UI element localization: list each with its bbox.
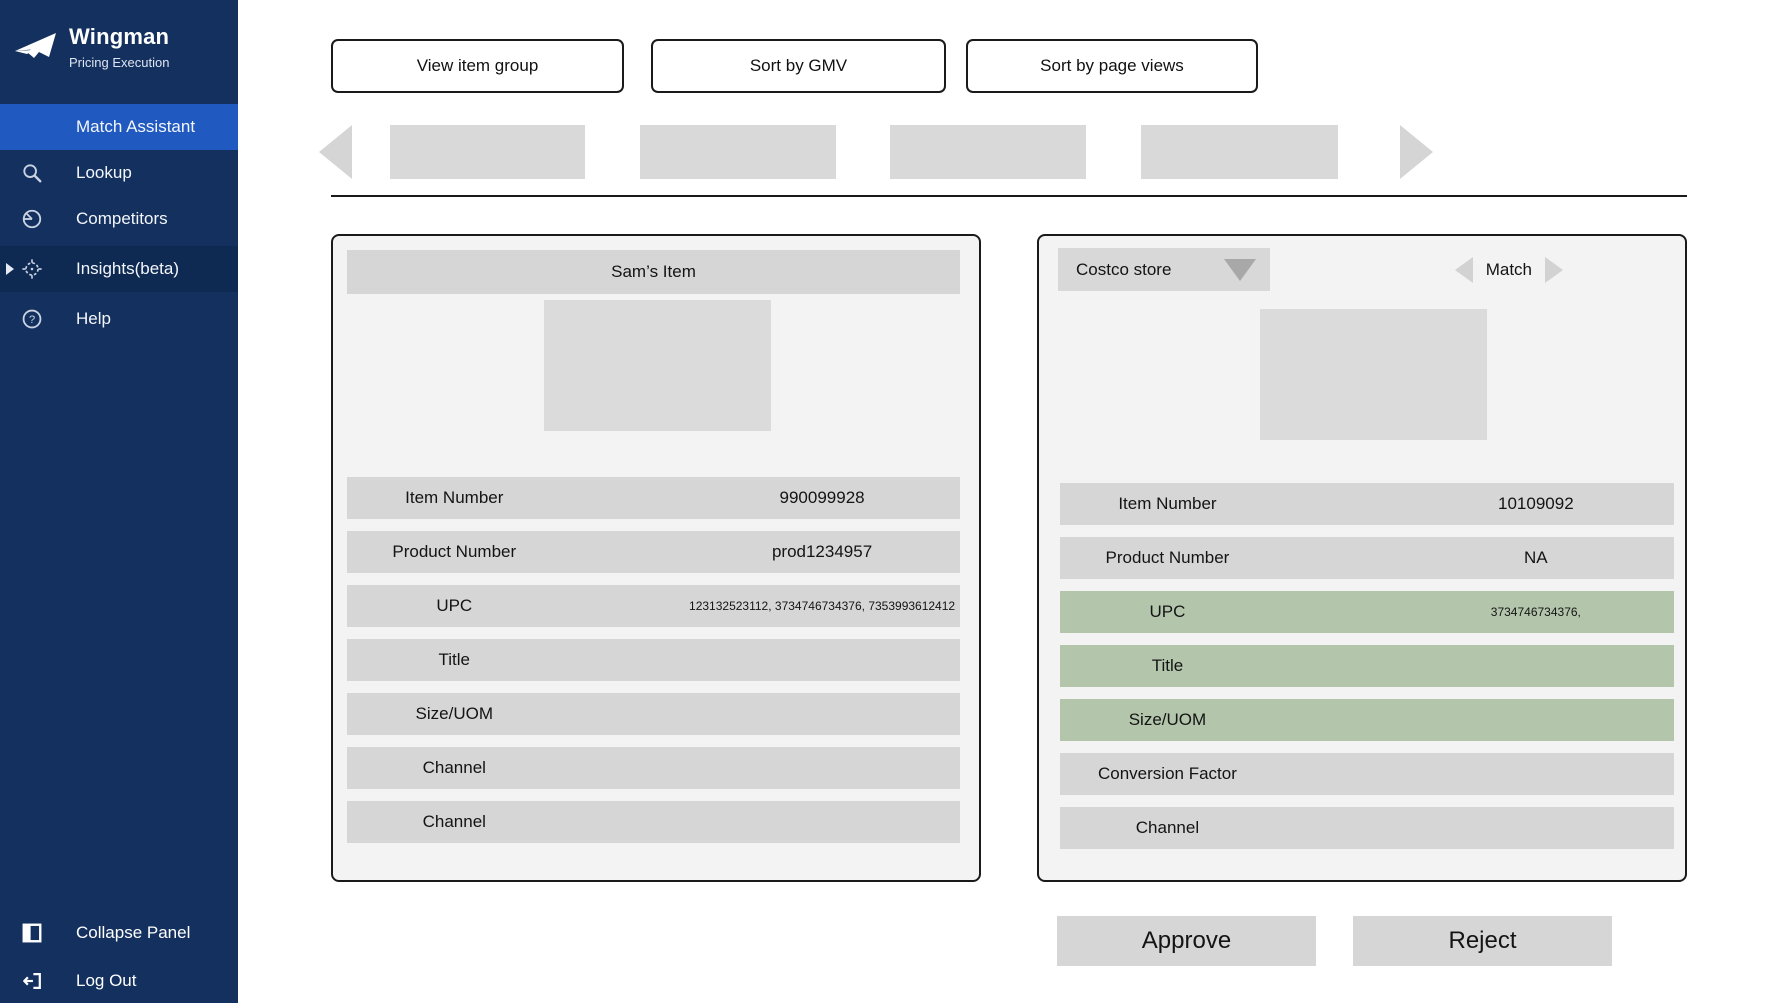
toolbar-button-sort-by-page-views[interactable]: Sort by page views <box>966 39 1258 93</box>
field-value: 123132523112, 3734746734376, 73539936124… <box>689 599 956 613</box>
sidebar-item-insights-beta[interactable]: Insights(beta) <box>0 246 238 292</box>
toolbar-button-view-item-group[interactable]: View item group <box>331 39 624 93</box>
field-label: Channel <box>422 812 486 831</box>
field-row-size-uom: Size/UOM <box>1060 699 1674 741</box>
sidebar: Wingman Pricing Execution Match Assistan… <box>0 0 238 1003</box>
field-label: Product Number <box>1105 548 1230 567</box>
match-pager: Match <box>1454 248 1563 291</box>
field-row-upc: UPC 3734746734376, <box>1060 591 1674 633</box>
field-row-item-number: Item Number 990099928 <box>347 477 960 519</box>
svg-text:?: ? <box>29 314 35 326</box>
field-value <box>684 639 960 681</box>
sidebar-item-label: Insights(beta) <box>76 259 179 278</box>
field-row-upc: UPC 123132523112, 3734746734376, 73539936… <box>347 585 960 627</box>
sidebar-item-help[interactable]: ? Help <box>0 296 238 342</box>
sidebar-item-label: Collapse Panel <box>76 923 191 942</box>
field-label: Channel <box>1135 818 1200 837</box>
sams-item-image-placeholder <box>544 300 771 431</box>
field-label: Title <box>1151 656 1184 675</box>
field-row-channel: Channel <box>347 747 960 789</box>
field-value: NA <box>1524 548 1548 567</box>
field-label: Size/UOM <box>415 704 493 723</box>
brand-subtitle: Pricing Execution <box>69 55 170 70</box>
store-selector-value: Costco store <box>1076 259 1172 279</box>
collapse-panel-icon <box>21 922 43 944</box>
field-value <box>684 747 960 789</box>
match-candidate-image-placeholder <box>1260 309 1487 440</box>
store-selector[interactable]: Costco store <box>1058 248 1270 291</box>
field-label: Size/UOM <box>1128 710 1207 729</box>
reject-button[interactable]: Reject <box>1353 916 1612 966</box>
sidebar-item-collapse-panel[interactable]: Collapse Panel <box>0 911 238 955</box>
sidebar-item-label: Log Out <box>76 971 137 990</box>
sidebar-item-label: Lookup <box>76 163 132 182</box>
carousel-item-placeholder[interactable] <box>1141 125 1338 179</box>
target-icon <box>21 258 43 280</box>
carousel-divider <box>331 195 1687 197</box>
sidebar-item-match-assistant[interactable]: Match Assistant <box>0 104 238 150</box>
field-label: Title <box>438 650 471 669</box>
field-value <box>684 693 960 735</box>
carousel-item-placeholder[interactable] <box>390 125 585 179</box>
logout-icon <box>21 970 43 992</box>
triangle-left-icon[interactable] <box>1454 256 1473 283</box>
carousel-item-placeholder[interactable] <box>640 125 836 179</box>
field-value <box>684 801 960 843</box>
field-row-conversion-factor: Conversion Factor <box>1060 753 1674 795</box>
brand-name: Wingman <box>69 24 170 49</box>
field-row-size-uom: Size/UOM <box>347 693 960 735</box>
help-icon: ? <box>21 308 43 330</box>
sidebar-item-lookup[interactable]: Lookup <box>0 150 238 196</box>
sidebar-item-label: Competitors <box>76 209 168 228</box>
field-value: prod1234957 <box>771 542 873 561</box>
field-row-item-number: Item Number 10109092 <box>1060 483 1674 525</box>
carousel-item-placeholder[interactable] <box>890 125 1086 179</box>
paper-plane-icon <box>13 30 59 70</box>
field-row-product-number: Product Number prod1234957 <box>347 531 960 573</box>
sidebar-item-label: Match Assistant <box>76 117 196 136</box>
field-label: Channel <box>422 758 486 777</box>
sidebar-item-competitors[interactable]: Competitors <box>0 196 238 242</box>
approve-button[interactable]: Approve <box>1057 916 1316 966</box>
field-value <box>1398 753 1674 795</box>
field-label: UPC <box>1149 602 1186 621</box>
pie-chart-icon <box>21 208 43 230</box>
field-value <box>1398 807 1674 849</box>
sidebar-item-log-out[interactable]: Log Out <box>0 959 238 1003</box>
field-row-title: Title <box>1060 645 1674 687</box>
chevron-left-icon[interactable] <box>319 125 352 179</box>
field-label: UPC <box>436 596 473 615</box>
sidebar-item-label: Help <box>76 309 111 328</box>
field-row-title: Title <box>347 639 960 681</box>
sams-item-header: Sam’s Item <box>347 250 960 294</box>
triangle-right-icon[interactable] <box>1545 256 1563 283</box>
toolbar-button-sort-by-gmv[interactable]: Sort by GMV <box>651 39 946 93</box>
match-label: Match <box>1485 259 1532 279</box>
field-value: 10109092 <box>1498 494 1574 513</box>
field-row-product-number: Product Number NA <box>1060 537 1674 579</box>
field-label: Conversion Factor <box>1098 764 1237 783</box>
search-icon <box>21 162 43 184</box>
field-label: Item Number <box>405 488 504 507</box>
field-label: Item Number <box>1118 494 1217 513</box>
caret-right-icon[interactable] <box>6 263 14 275</box>
chevron-right-icon[interactable] <box>1400 125 1433 179</box>
triangle-down-icon[interactable] <box>1224 259 1256 281</box>
field-value: 990099928 <box>779 488 865 507</box>
field-value: 3734746734376, <box>1490 605 1581 619</box>
field-value <box>1398 645 1674 687</box>
field-row-channel: Channel <box>1060 807 1674 849</box>
field-label: Product Number <box>392 542 517 561</box>
brand: Wingman Pricing Execution <box>13 24 233 70</box>
field-row-channel: Channel <box>347 801 960 843</box>
field-value <box>1398 699 1674 741</box>
